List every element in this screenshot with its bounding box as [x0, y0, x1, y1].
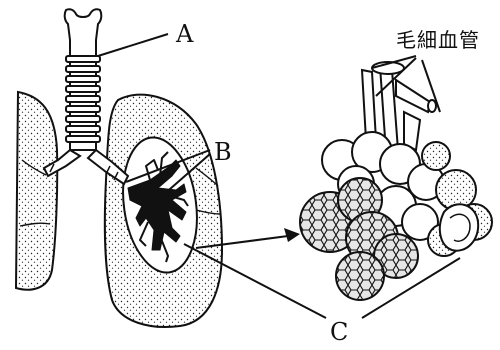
left-lung: [16, 92, 57, 290]
label-b: B: [214, 140, 232, 164]
alveoli-cluster: [300, 62, 492, 300]
label-c: C: [330, 320, 348, 344]
leader-a: [98, 34, 168, 56]
trachea: [65, 9, 102, 150]
label-capillary: 毛細血管: [396, 30, 480, 50]
label-a: A: [176, 22, 193, 46]
